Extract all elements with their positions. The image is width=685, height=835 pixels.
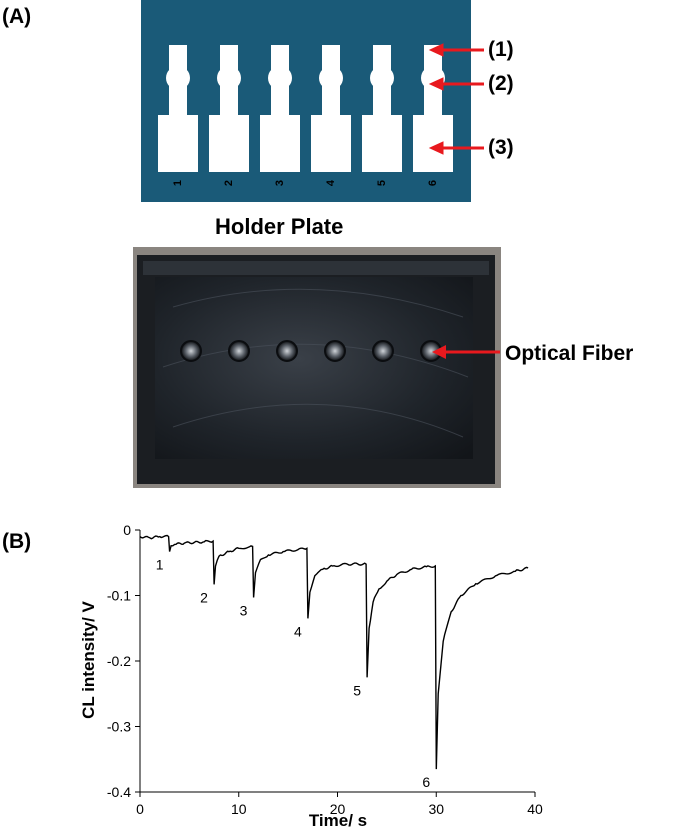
- x-tick-label: 20: [330, 801, 346, 817]
- y-tick-label: -0.1: [107, 588, 131, 604]
- slot-group: 1 2 3 4 5 6: [158, 45, 453, 186]
- well-hole: [276, 340, 298, 362]
- panel-label-b: (B): [2, 530, 32, 553]
- slot-reservoir: [209, 115, 249, 172]
- x-tick-label: 30: [428, 801, 444, 817]
- slot-5: 5: [362, 45, 402, 186]
- y-tick-label: 0: [123, 522, 131, 538]
- slot-3: 3: [260, 45, 300, 186]
- cl-intensity-chart: 0 10 20 30 40 0 -0.1 -0.2 -0.3 -0.4 1 2 3 4 5 6 Time/ …: [79, 522, 543, 830]
- slot-reservoir: [362, 115, 402, 172]
- plate-caption: Holder Plate: [215, 214, 344, 239]
- peak-label-1: 1: [156, 557, 164, 573]
- peak-label-2: 2: [200, 589, 208, 605]
- slot-number: 2: [223, 180, 235, 186]
- slot-reservoir: [311, 115, 351, 172]
- well-hole: [228, 340, 250, 362]
- y-tick-label: -0.2: [107, 653, 131, 669]
- x-axis-label: Time/ s: [309, 811, 367, 830]
- x-tick-label: 10: [231, 801, 247, 817]
- slot-number: 3: [274, 180, 286, 186]
- chart-axes: [139, 530, 535, 793]
- well-hole: [420, 340, 442, 362]
- slot-well: [370, 66, 394, 90]
- y-tick-label: -0.4: [107, 784, 131, 800]
- peak-label-6: 6: [422, 774, 430, 790]
- slot-reservoir: [158, 115, 198, 172]
- well-hole: [324, 340, 346, 362]
- x-tick-label: 0: [136, 801, 144, 817]
- holder-photo: [133, 247, 501, 488]
- slot-well: [421, 66, 445, 90]
- callout-1: (1): [488, 38, 514, 61]
- callout-2: (2): [488, 72, 514, 95]
- slot-well: [319, 66, 343, 90]
- y-axis-label: CL intensity/ V: [79, 600, 98, 718]
- slot-well: [217, 66, 241, 90]
- slot-number: 5: [376, 180, 388, 186]
- slot-4: 4: [311, 45, 351, 186]
- slot-number: 6: [427, 180, 439, 186]
- holder-plate-diagram: 1 2 3 4 5 6: [141, 0, 471, 202]
- series-line: [139, 534, 529, 770]
- y-tick-label: -0.3: [107, 719, 131, 735]
- slot-reservoir: [260, 115, 300, 172]
- fiber-label: Optical Fiber: [505, 342, 634, 365]
- slot-1: 1: [158, 45, 198, 186]
- well-hole: [180, 340, 202, 362]
- peak-label-5: 5: [353, 682, 361, 698]
- slot-well: [166, 66, 190, 90]
- slot-number: 1: [172, 180, 184, 186]
- panel-label-a: (A): [2, 5, 32, 28]
- metal-plate: [155, 277, 473, 459]
- frame-top-edge: [143, 261, 489, 275]
- peak-label-3: 3: [240, 602, 248, 618]
- slot-reservoir: [413, 115, 453, 172]
- x-tick-label: 40: [527, 801, 543, 817]
- brush-marks: [162, 288, 469, 438]
- slot-number: 4: [325, 179, 337, 186]
- slot-2: 2: [209, 45, 249, 186]
- peak-labels: 1 2 3 4 5 6: [156, 557, 431, 790]
- peak-label-4: 4: [294, 623, 302, 639]
- callout-3: (3): [488, 136, 514, 159]
- slot-well: [268, 66, 292, 90]
- chart-ticks: 0 10 20 30 40 0 -0.1 -0.2 -0.3 -0.4: [107, 522, 543, 817]
- well-hole: [372, 340, 394, 362]
